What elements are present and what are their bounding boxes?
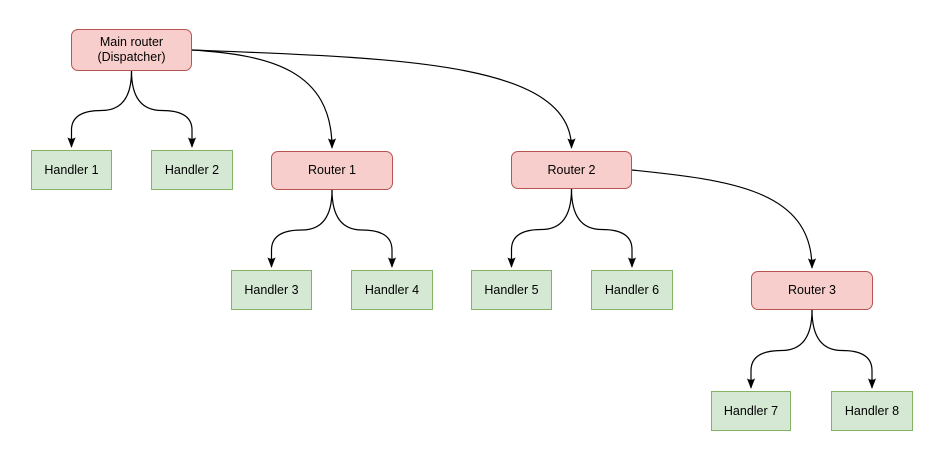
edge-router-3-to-handler-7 xyxy=(746,309,813,389)
edge-router-2-to-router-3 xyxy=(631,169,817,269)
edge-router-3-to-handler-8 xyxy=(811,309,877,389)
node-handler-7: Handler 7 xyxy=(711,391,791,431)
edge-router-2-to-handler-5 xyxy=(507,188,573,268)
node-handler-2: Handler 2 xyxy=(151,150,233,190)
node-handler-4: Handler 4 xyxy=(351,270,433,310)
edge-main-router-to-router-2 xyxy=(191,49,576,149)
node-handler-1: Handler 1 xyxy=(31,150,112,190)
edge-router-2-to-handler-6 xyxy=(570,188,637,268)
edge-main-router-to-router-1 xyxy=(191,49,337,149)
edge-router-1-to-handler-3 xyxy=(267,189,333,268)
edge-main-router-to-handler-2 xyxy=(130,70,197,148)
node-router-2: Router 2 xyxy=(511,151,632,189)
node-handler-3: Handler 3 xyxy=(231,270,312,310)
node-router-3: Router 3 xyxy=(751,271,873,310)
node-handler-5: Handler 5 xyxy=(471,270,552,310)
node-handler-6: Handler 6 xyxy=(591,270,673,310)
node-main-router: Main router (Dispatcher) xyxy=(71,29,192,71)
node-router-1: Router 1 xyxy=(271,151,393,190)
node-handler-8: Handler 8 xyxy=(831,391,913,431)
edge-router-1-to-handler-4 xyxy=(331,189,397,268)
edge-main-router-to-handler-1 xyxy=(67,70,133,148)
